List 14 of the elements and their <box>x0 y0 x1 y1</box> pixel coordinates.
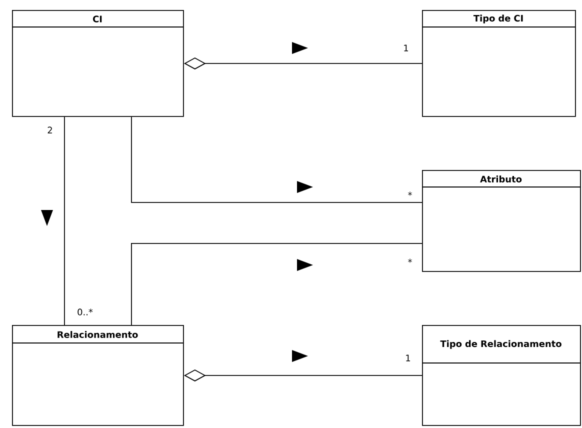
multiplicity-label: * <box>408 192 412 196</box>
multiplicity-label: 1 <box>404 44 408 52</box>
association-line <box>131 243 422 326</box>
class-box: Tipo de CI <box>422 10 576 117</box>
multiplicity-label: 1 <box>406 354 410 362</box>
multiplicity-label: * <box>408 258 412 263</box>
multiplicity-label: 0..* <box>78 308 93 316</box>
class-box: CI <box>12 10 184 117</box>
class-box: Atributo <box>422 170 581 272</box>
association-line <box>131 116 422 203</box>
class-box: Tipo de Relacionamento <box>422 325 581 426</box>
association-line <box>64 116 65 326</box>
class-box: Relacionamento <box>12 325 184 426</box>
multiplicity-label: 2 <box>48 126 52 134</box>
